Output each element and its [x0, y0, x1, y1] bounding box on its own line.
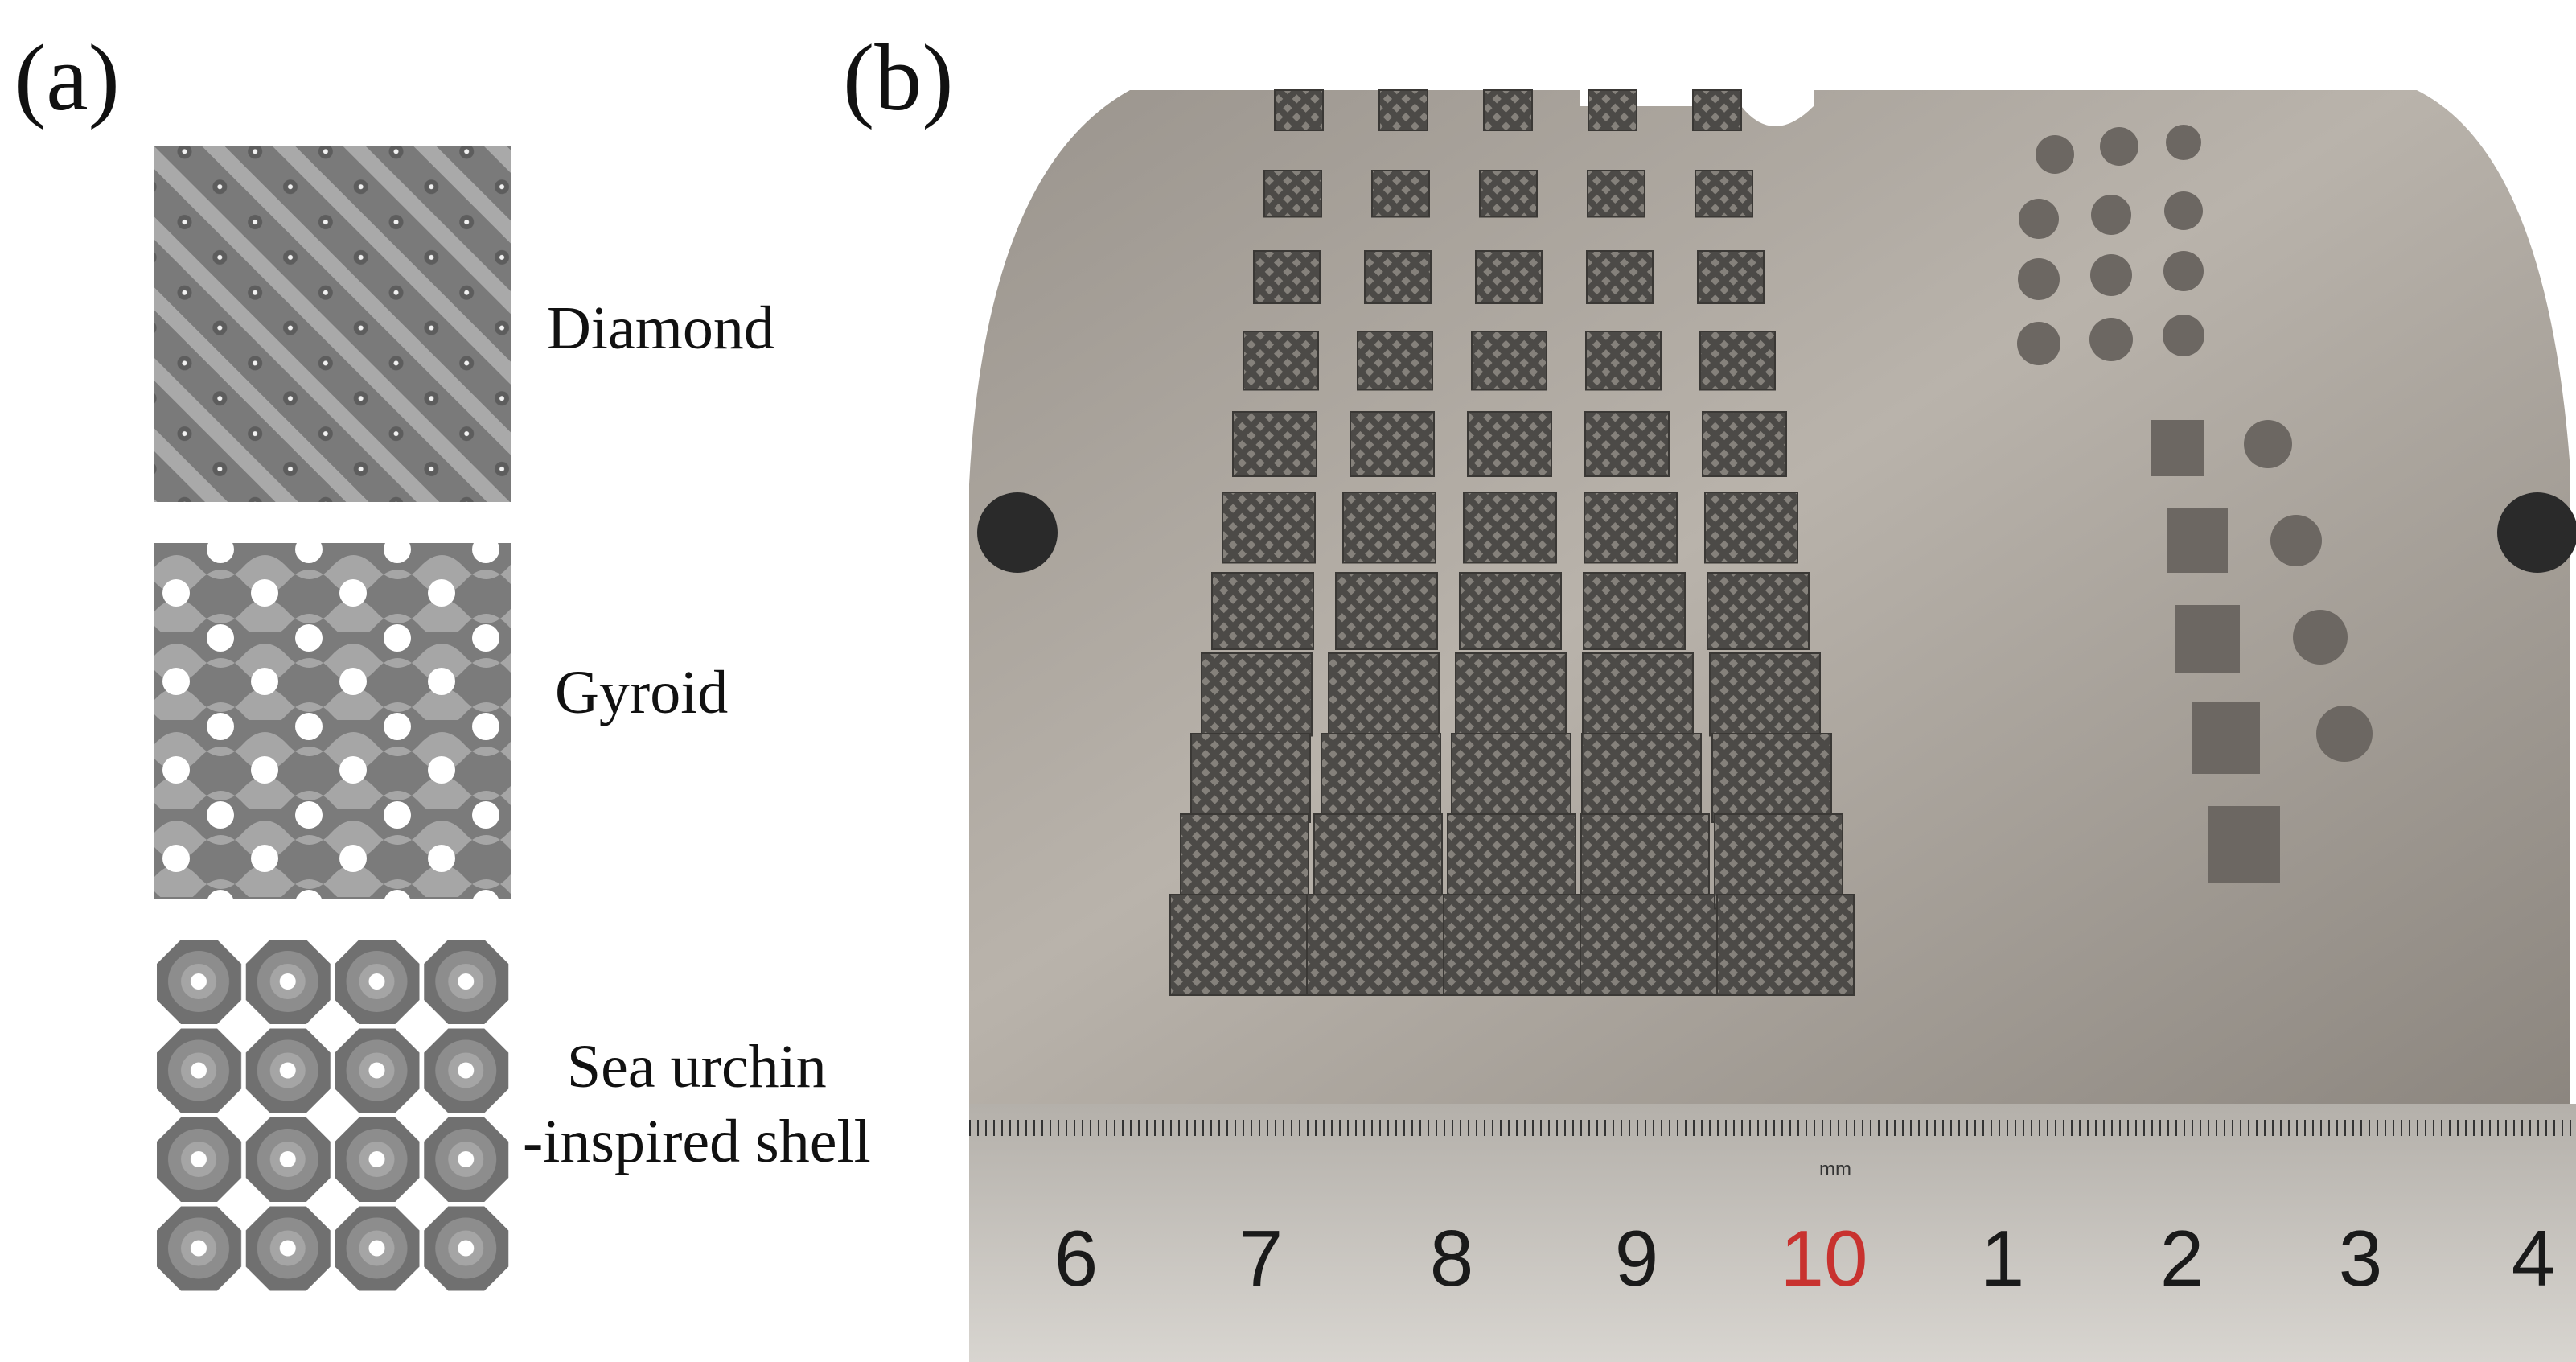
- lattice-specimen: [1479, 170, 1538, 218]
- ruler-digit-highlight: 10: [1780, 1214, 1868, 1302]
- lattice-specimen: [1583, 572, 1686, 650]
- lattice-specimen: [1169, 894, 1308, 996]
- lattice-specimen: [1263, 170, 1322, 218]
- lattice-specimen: [1364, 250, 1432, 304]
- panel-a-label: (a): [14, 25, 120, 130]
- lattice-specimen: [1585, 331, 1662, 391]
- lattice-specimen: [1584, 411, 1670, 477]
- lattice-specimen: [1704, 492, 1798, 564]
- sea-urchin-label-line1: Sea urchin: [566, 1033, 827, 1101]
- lattice-specimen: [1455, 652, 1567, 737]
- sea-urchin-lattice-image: [154, 937, 511, 1293]
- sea-urchin-label: Sea urchin -inspired shell: [523, 1030, 871, 1179]
- lattice-specimen: [1306, 894, 1444, 996]
- lattice-specimen: [1711, 733, 1832, 823]
- ruler-digit: 2: [2159, 1214, 2204, 1302]
- ruler-digit: 3: [2338, 1214, 2383, 1302]
- lattice-specimen: [1580, 813, 1710, 910]
- ruler-digit: 1: [1980, 1214, 2025, 1302]
- lattice-specimen: [1232, 411, 1317, 477]
- ruler-digit: 6: [1054, 1214, 1099, 1302]
- lattice-specimen: [1342, 492, 1436, 564]
- lattice-specimen: [1483, 89, 1533, 131]
- ruler-unit-label: mm: [1819, 1158, 1851, 1180]
- lattice-specimen: [1211, 572, 1314, 650]
- lattice-specimen: [1357, 331, 1433, 391]
- lattice-specimen: [1350, 411, 1435, 477]
- lattice-specimen: [1321, 733, 1441, 823]
- lattice-specimen: [1313, 813, 1443, 910]
- lattice-specimen: [1222, 492, 1316, 564]
- lattice-specimen: [1709, 652, 1821, 737]
- lattice-specimen: [1459, 572, 1562, 650]
- lattice-specimen: [1697, 250, 1765, 304]
- lattice-specimen: [1471, 331, 1547, 391]
- lattice-specimen: [1243, 331, 1319, 391]
- lattice-specimen: [1580, 894, 1718, 996]
- lattice-specimen: [1447, 813, 1576, 910]
- lattice-specimen: [1463, 492, 1557, 564]
- lattice-specimen: [1716, 894, 1855, 996]
- gyroid-lattice-image: [154, 543, 511, 899]
- lattice-specimen: [1180, 813, 1309, 910]
- lattice-specimen: [1588, 89, 1637, 131]
- lattice-specimen: [1707, 572, 1810, 650]
- lattice-specimen: [1699, 331, 1776, 391]
- ruler-digit: 8: [1429, 1214, 1474, 1302]
- lattice-specimen: [1335, 572, 1438, 650]
- sea-urchin-label-line2: -inspired shell: [523, 1107, 871, 1175]
- lattice-specimen: [1451, 733, 1571, 823]
- lattice-specimen: [1582, 652, 1694, 737]
- lattice-specimen: [1328, 652, 1440, 737]
- lattice-specimen: [1190, 733, 1311, 823]
- lattice-specimen: [1586, 250, 1654, 304]
- lattice-specimen: [1581, 733, 1702, 823]
- lattice-specimen: [1467, 411, 1552, 477]
- lattice-specimen: [1378, 89, 1428, 131]
- diamond-lattice-image: [154, 146, 511, 502]
- lattice-specimen: [1274, 89, 1324, 131]
- ruler-digit: 7: [1239, 1214, 1284, 1302]
- ruler-digit: 4: [2511, 1214, 2556, 1302]
- lattice-specimen: [1201, 652, 1313, 737]
- lattice-specimen: [1587, 170, 1645, 218]
- lattice-specimen: [1371, 170, 1430, 218]
- lattice-specimen: [1695, 170, 1753, 218]
- lattice-specimen: [1702, 411, 1787, 477]
- lattice-specimen: [1443, 894, 1581, 996]
- lattice-specimen: [1692, 89, 1742, 131]
- ruler-digit: 9: [1614, 1214, 1659, 1302]
- lattice-specimen: [1475, 250, 1543, 304]
- gyroid-label: Gyroid: [555, 659, 729, 726]
- build-plate-photo: [969, 58, 2576, 1362]
- lattice-specimen: [1253, 250, 1321, 304]
- diamond-label: Diamond: [547, 294, 774, 362]
- panel-b-label: (b): [843, 25, 954, 130]
- lattice-specimen: [1584, 492, 1678, 564]
